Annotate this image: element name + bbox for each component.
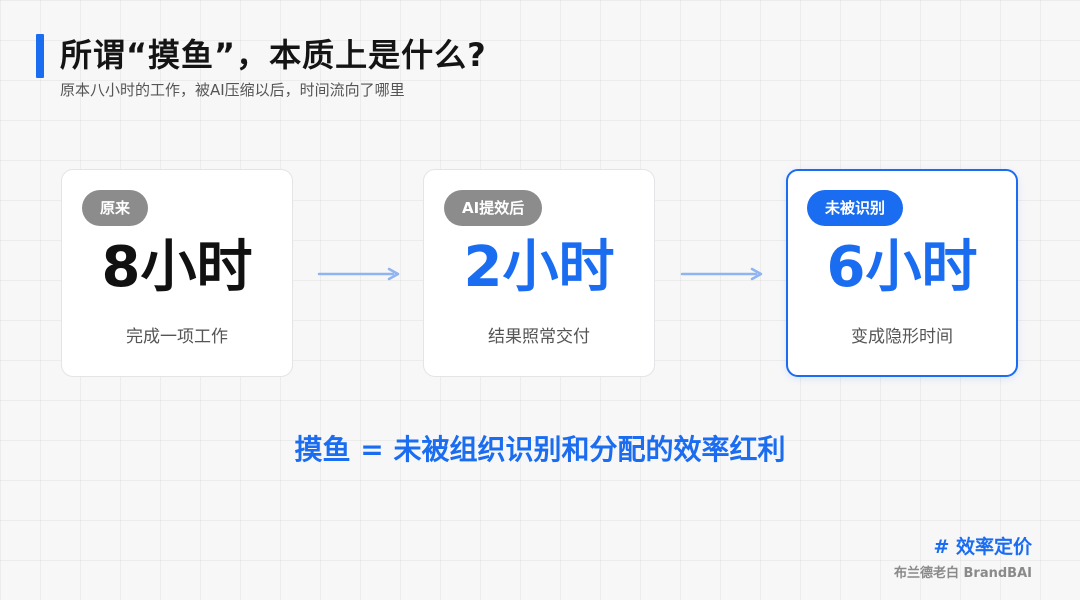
hashtag-label: # 效率定价: [933, 536, 1032, 558]
page-title: 所谓“摸鱼”，本质上是什么?: [60, 36, 487, 74]
card-tag: 原来: [82, 190, 149, 226]
page-subtitle: 原本八小时的工作，被AI压缩以后，时间流向了哪里: [60, 81, 405, 99]
card-value: 2小时: [463, 235, 615, 300]
arrow-right-icon: [317, 267, 400, 281]
arrow-right-icon: [680, 267, 763, 281]
card-original: 原来 8小时 完成一项工作: [61, 169, 293, 377]
brand-signature: 布兰德老白 BrandBAI: [894, 566, 1032, 581]
card-unrecognized: 未被识别 6小时 变成隐形时间: [786, 169, 1018, 377]
card-description: 完成一项工作: [126, 327, 228, 347]
card-tag: AI提效后: [444, 190, 543, 226]
card-description: 变成隐形时间: [851, 327, 953, 347]
conclusion-text: 摸鱼 = 未被组织识别和分配的效率红利: [294, 433, 786, 466]
card-value: 8小时: [101, 235, 253, 300]
card-description: 结果照常交付: [488, 327, 590, 347]
card-value: 6小时: [826, 235, 978, 300]
card-ai-boosted: AI提效后 2小时 结果照常交付: [423, 169, 655, 377]
card-tag: 未被识别: [807, 190, 904, 226]
title-accent-bar: [36, 34, 44, 78]
